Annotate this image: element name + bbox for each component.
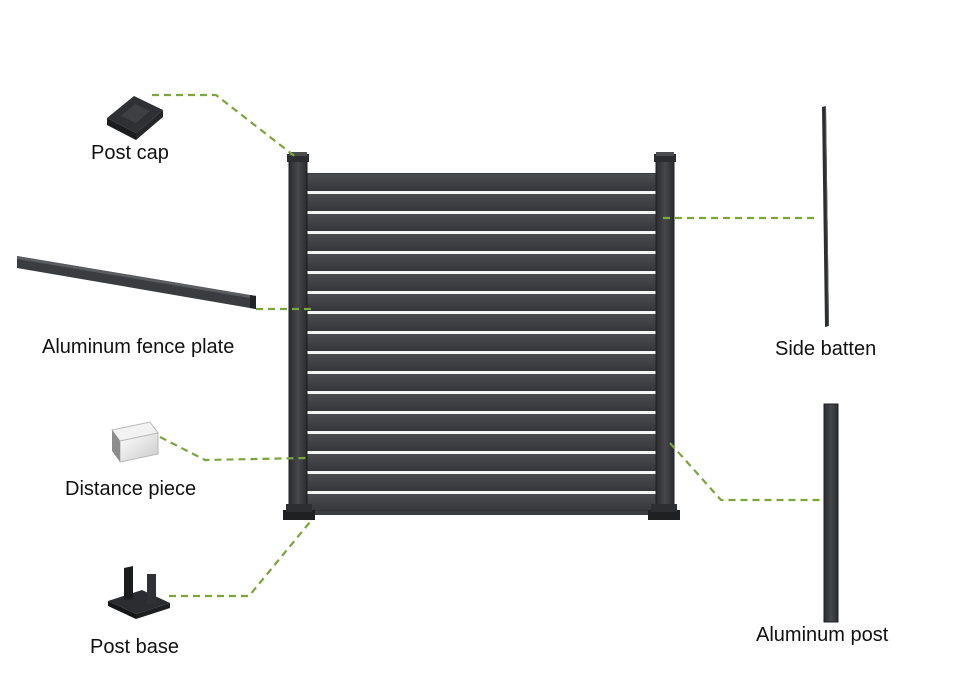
slat-gap — [304, 471, 658, 474]
slat-gap — [304, 191, 658, 194]
slat-gap — [304, 491, 658, 494]
fence-slat — [304, 254, 658, 271]
fence-plate-illustration — [17, 256, 256, 309]
slat-gap — [304, 331, 658, 334]
post-cap-label: Post cap — [91, 142, 169, 164]
fence-slat — [304, 174, 658, 191]
fence-slat — [304, 454, 658, 471]
slat-gap — [304, 451, 658, 454]
fence-slat — [304, 494, 658, 511]
aluminum-post-label: Aluminum post — [756, 624, 889, 646]
fence-slat — [304, 314, 658, 331]
fence-slat — [304, 194, 658, 211]
slat-gap — [304, 271, 658, 274]
left-post-cap — [287, 152, 309, 162]
right-post-base — [648, 504, 680, 520]
slat-gap — [304, 411, 658, 414]
fence-slat — [304, 474, 658, 491]
aluminum-post-illustration — [823, 403, 839, 623]
post-cap-illustration — [107, 96, 163, 140]
fence-slat — [304, 214, 658, 231]
distance-piece-label: Distance piece — [65, 478, 196, 500]
distance-piece-illustration — [111, 421, 159, 463]
slat-gap — [304, 351, 658, 354]
leader-aluminum-post — [669, 442, 822, 502]
left-post-base — [283, 504, 315, 520]
left-post — [288, 159, 308, 517]
leader-post-base — [169, 521, 311, 598]
fence-slat — [304, 234, 658, 251]
right-post — [655, 159, 675, 517]
leader-post-cap — [152, 93, 298, 159]
side-batten-illustration — [822, 106, 829, 327]
slat-gap — [304, 391, 658, 394]
fence-slat — [304, 274, 658, 291]
right-post-cap — [654, 152, 676, 162]
leader-distance-piece — [159, 436, 307, 462]
post-base-illustration — [108, 566, 170, 619]
slat-gap — [304, 211, 658, 214]
fence-slat — [304, 394, 658, 411]
slat-gap — [304, 251, 658, 254]
side-batten-label: Side batten — [775, 338, 876, 360]
fence-slat — [304, 414, 658, 431]
fence-slat — [304, 434, 658, 451]
slat-gap — [304, 371, 658, 374]
fence-panel — [304, 173, 658, 515]
slat-gap — [304, 291, 658, 294]
fence-slats — [304, 174, 658, 511]
fence-plate-label: Aluminum fence plate — [42, 336, 234, 358]
fence-slat — [304, 294, 658, 311]
slat-gap — [304, 311, 658, 314]
slat-gap — [304, 231, 658, 234]
slat-gap — [304, 431, 658, 434]
fence-slat — [304, 374, 658, 391]
fence-slat — [304, 354, 658, 371]
post-base-label: Post base — [90, 636, 179, 658]
fence-slat — [304, 334, 658, 351]
